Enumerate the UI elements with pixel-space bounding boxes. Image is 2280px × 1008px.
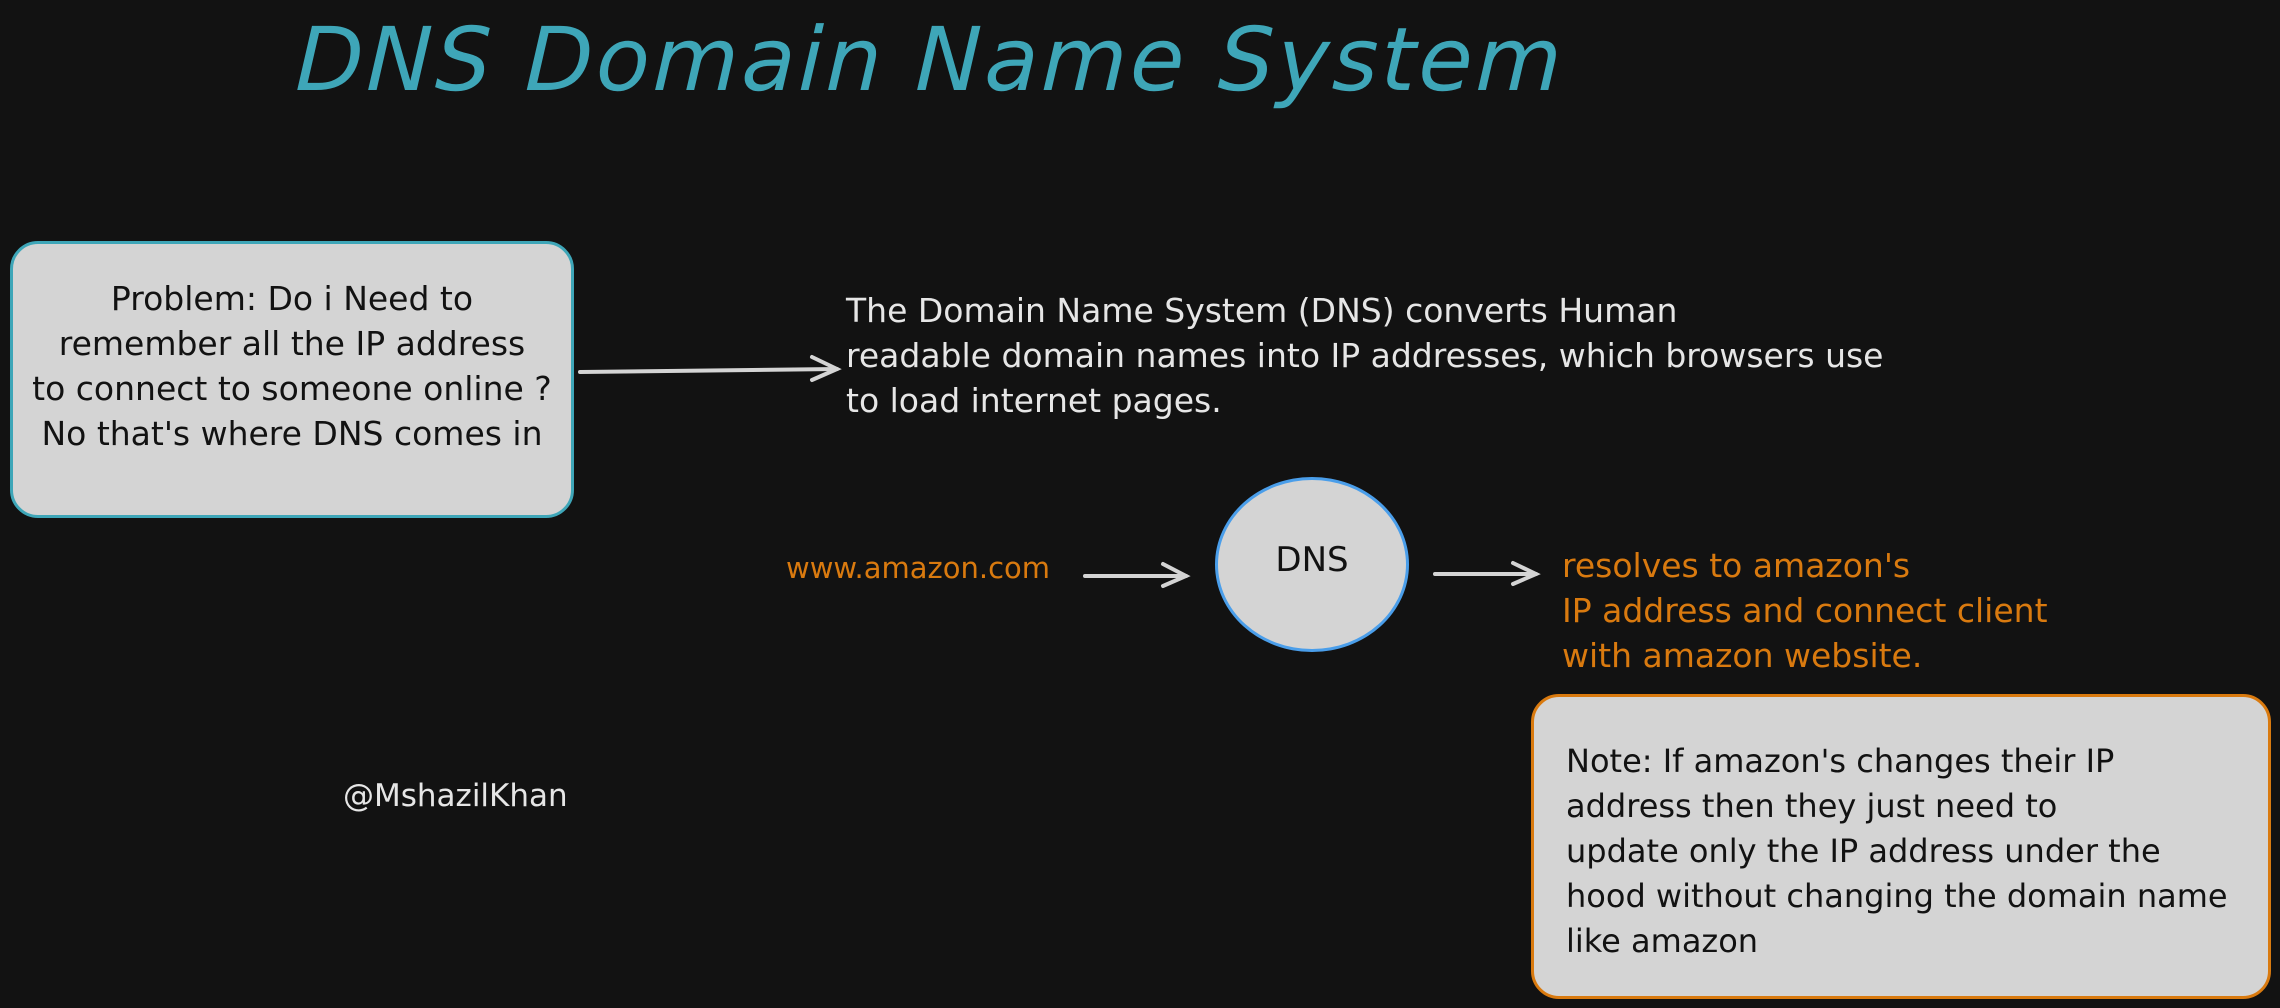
problem-box[interactable]: Problem: Do i Need to remember all the I… [10, 241, 574, 518]
problem-text: Problem: Do i Need to remember all the I… [32, 278, 552, 453]
dns-node[interactable]: DNS [1215, 477, 1409, 652]
resolve-result-text[interactable]: resolves to amazon's IP address and conn… [1562, 546, 2048, 675]
domain-name-label[interactable]: www.amazon.com [786, 551, 1051, 585]
arrow-domain-to-dns[interactable] [1083, 562, 1191, 588]
arrow-problem-to-description[interactable] [578, 355, 842, 382]
author-handle[interactable]: @MshazilKhan [343, 778, 568, 814]
dns-description-text[interactable]: The Domain Name System (DNS) converts Hu… [846, 291, 1884, 420]
page-title: DNS Domain Name System [294, 8, 1567, 111]
dns-node-label: DNS [1275, 540, 1349, 580]
note-box[interactable]: Note: If amazon's changes their IP addre… [1531, 694, 2271, 999]
note-text: Note: If amazon's changes their IP addre… [1566, 742, 2228, 960]
arrow-dns-to-result[interactable] [1433, 561, 1541, 586]
